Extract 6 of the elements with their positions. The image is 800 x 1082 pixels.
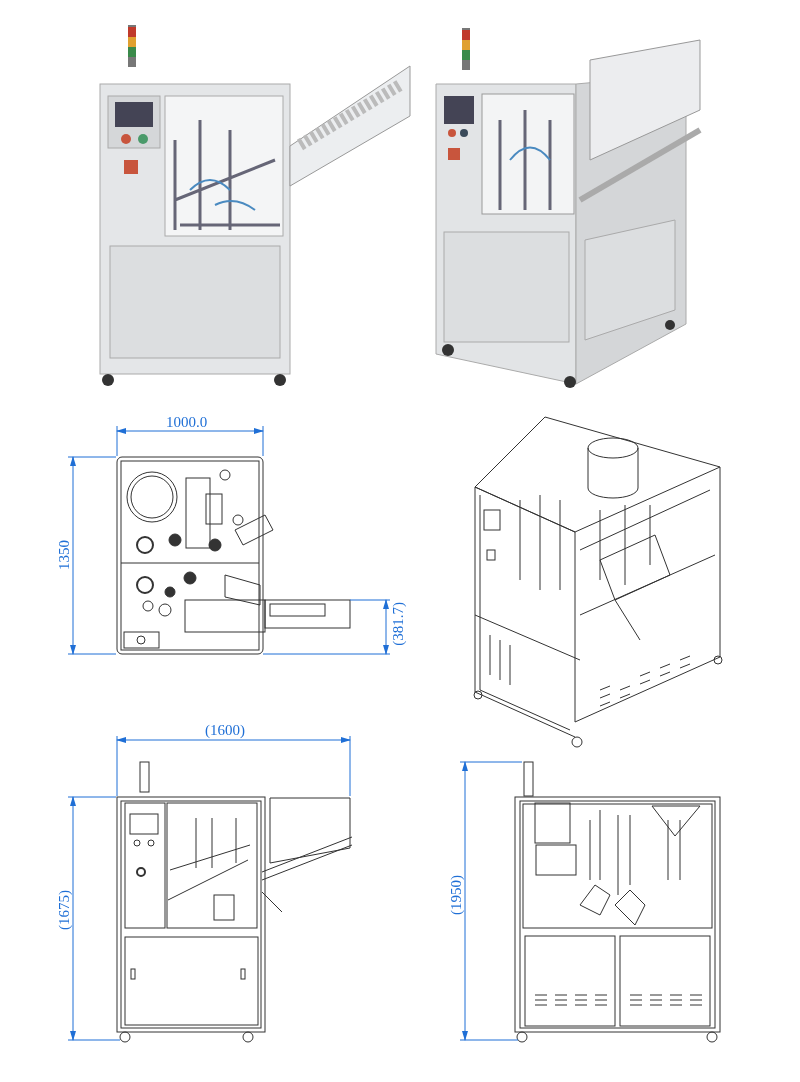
dimension-label: (1675) <box>56 890 72 930</box>
dimension-label: (1950) <box>448 875 464 915</box>
dimension-label: 1000.0 <box>166 414 208 430</box>
dimension-label: 1350 <box>56 540 72 570</box>
dimension-label: (1600) <box>205 722 245 738</box>
dimension-label: (381.7) <box>390 602 406 646</box>
